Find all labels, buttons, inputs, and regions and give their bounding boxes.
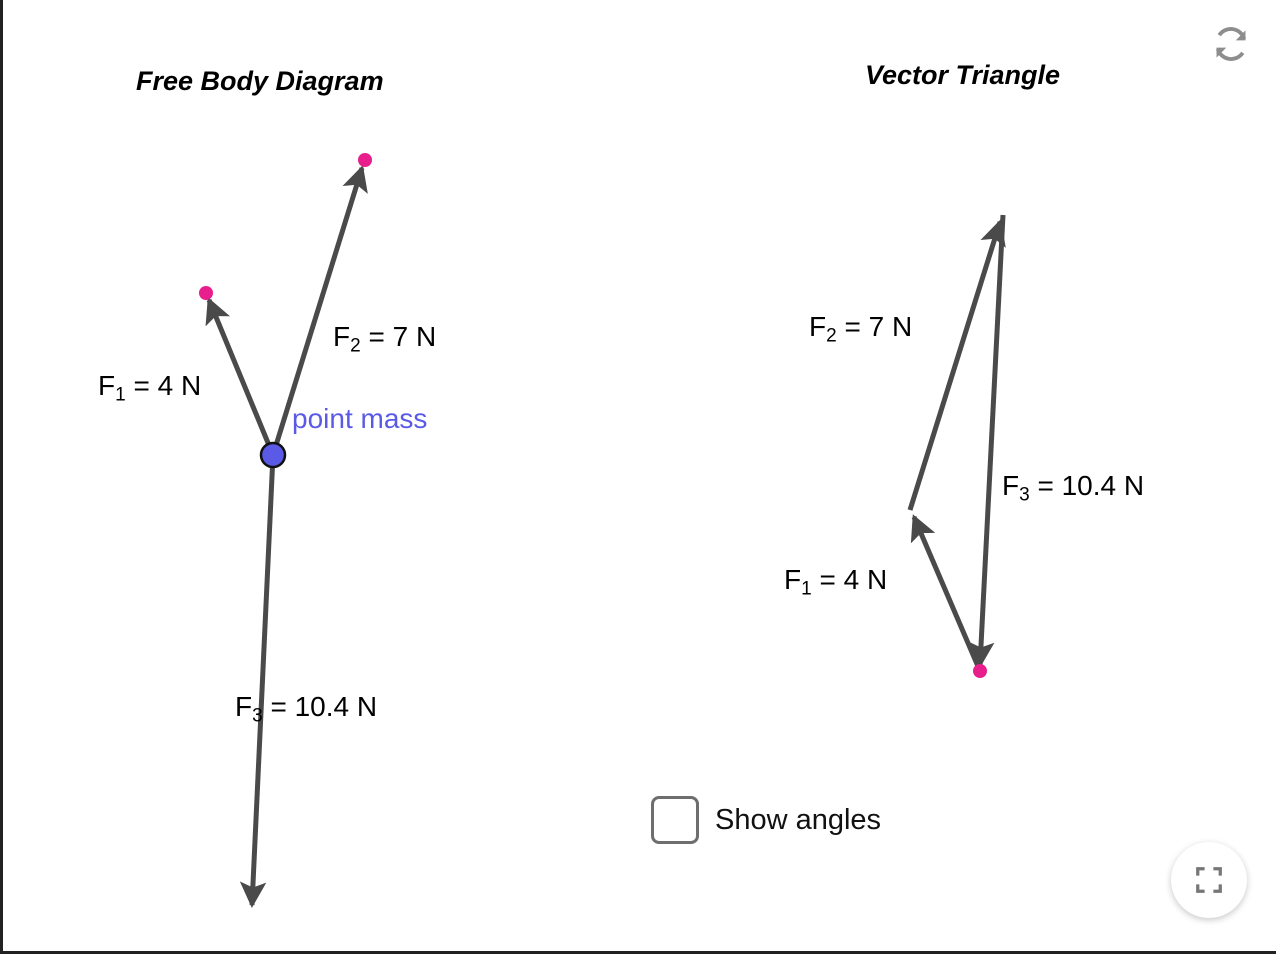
free-body-diagram-title: Free Body Diagram bbox=[136, 66, 384, 96]
triangle-vector-f2[interactable] bbox=[907, 219, 1006, 511]
fbd-f1-endpoint-handle[interactable] bbox=[199, 286, 213, 300]
fbd-vector-f1[interactable] bbox=[205, 297, 276, 456]
fbd-f1-value: = 4 N bbox=[125, 370, 202, 401]
vt-f1-subscript: 1 bbox=[801, 578, 812, 600]
triangle-label-f2: F2 = 7 N bbox=[809, 313, 912, 346]
vt-f3-symbol: F bbox=[1002, 470, 1020, 501]
triangle-vector-f3[interactable] bbox=[967, 214, 1006, 668]
triangle-label-f3: F3 = 10.4 N bbox=[1002, 472, 1144, 505]
vector-triangle-title: Vector Triangle bbox=[865, 60, 1061, 90]
fbd-label-f1: F1 = 4 N bbox=[98, 372, 201, 405]
point-mass-dot[interactable] bbox=[259, 441, 287, 469]
refresh-icon[interactable] bbox=[1209, 22, 1253, 66]
vt-f1-symbol: F bbox=[784, 564, 802, 595]
vt-f2-symbol: F bbox=[809, 311, 827, 342]
triangle-endpoint-handle[interactable] bbox=[973, 664, 987, 678]
vt-f2-subscript: 2 bbox=[826, 325, 837, 347]
fbd-f2-value: = 7 N bbox=[360, 321, 437, 352]
fbd-label-f3: F3 = 10.4 N bbox=[235, 693, 377, 726]
fbd-f1-symbol: F bbox=[98, 370, 116, 401]
fbd-f2-subscript: 2 bbox=[350, 335, 361, 357]
vt-f3-value: = 10.4 N bbox=[1029, 470, 1145, 501]
vt-f2-value: = 7 N bbox=[836, 311, 913, 342]
fbd-f2-symbol: F bbox=[333, 321, 351, 352]
fbd-label-f2: F2 = 7 N bbox=[333, 323, 436, 356]
fullscreen-icon bbox=[1196, 867, 1222, 893]
show-angles-checkbox[interactable] bbox=[651, 796, 699, 844]
show-angles-control[interactable]: Show angles bbox=[651, 796, 881, 844]
fbd-f3-symbol: F bbox=[235, 691, 253, 722]
fbd-f3-subscript: 3 bbox=[252, 705, 263, 727]
fbd-vector-f3[interactable] bbox=[239, 454, 276, 908]
triangle-vector-f1[interactable] bbox=[910, 514, 983, 672]
fbd-f1-subscript: 1 bbox=[115, 384, 126, 406]
fbd-f2-endpoint-handle[interactable] bbox=[358, 153, 372, 167]
refresh-icon-glyph bbox=[1215, 27, 1247, 61]
fullscreen-button[interactable] bbox=[1171, 842, 1247, 918]
point-mass-label: point mass bbox=[292, 403, 428, 434]
vt-f1-value: = 4 N bbox=[811, 564, 888, 595]
show-angles-label: Show angles bbox=[715, 803, 882, 836]
fbd-f3-value: = 10.4 N bbox=[262, 691, 378, 722]
vt-f3-subscript: 3 bbox=[1019, 484, 1030, 506]
triangle-label-f1: F1 = 4 N bbox=[784, 566, 887, 599]
